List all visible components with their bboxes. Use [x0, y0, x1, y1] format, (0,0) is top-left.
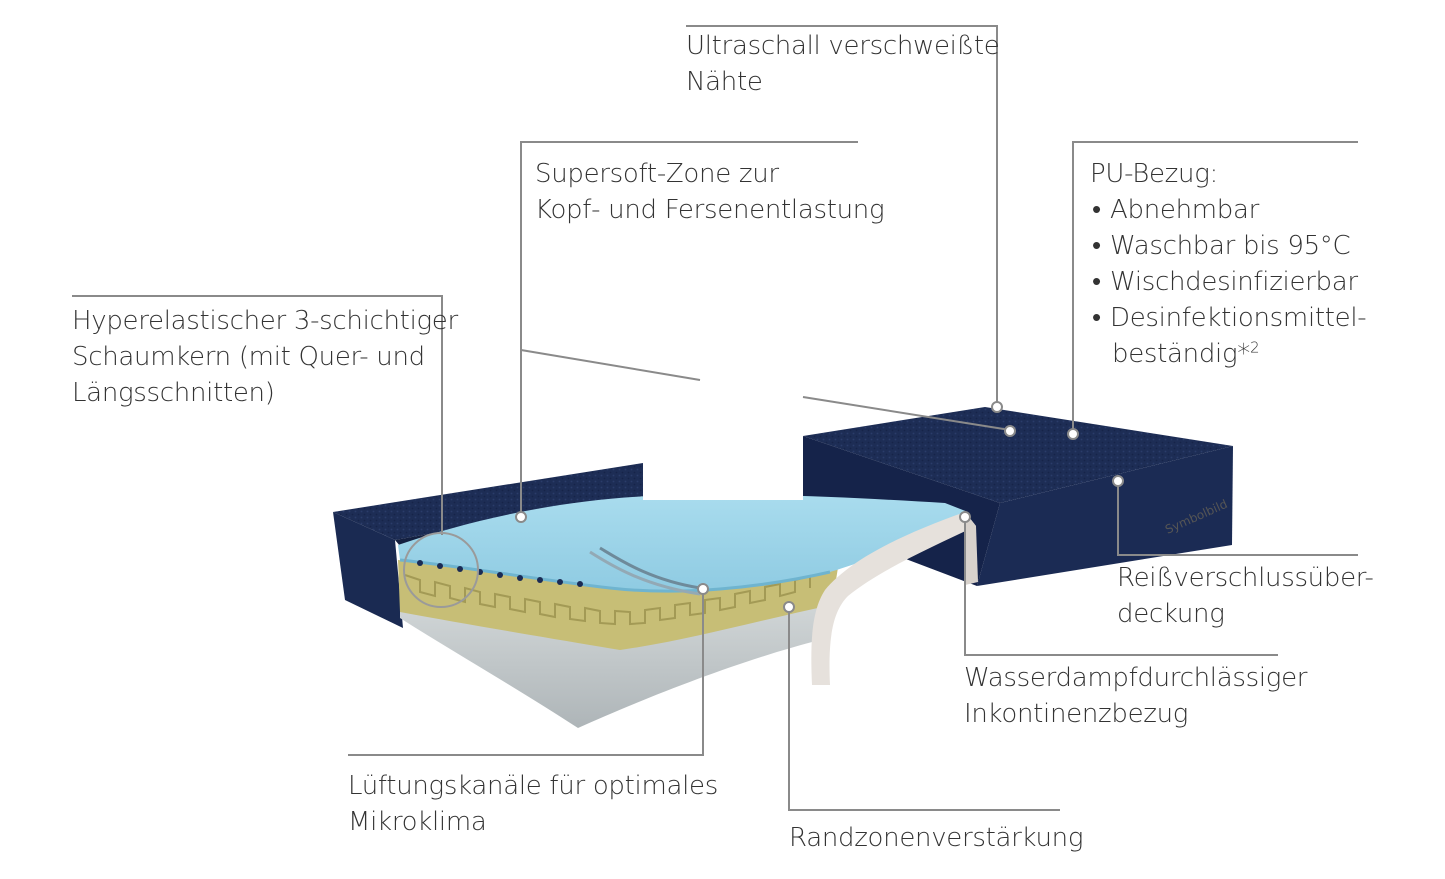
list-item: Wischdesinfizierbar — [1090, 264, 1366, 300]
label-line: deckung — [1117, 599, 1225, 629]
supersoft-layer — [398, 494, 968, 596]
label-reissverschluss: Reißverschlussüber- deckung — [1117, 560, 1374, 632]
label-line: Randzonenverstärkung — [789, 823, 1084, 853]
list-item: Waschbar bis 95°C — [1090, 228, 1366, 264]
label-supersoft: Supersoft-Zone zur Kopf- und Fersenentla… — [535, 156, 885, 228]
list-item-continuation: beständig*2 — [1090, 336, 1366, 372]
label-line: Kopf- und Fersenentlastung — [535, 195, 885, 225]
label-line: Wasserdampfdurchlässiger — [964, 663, 1308, 693]
leader-endpoints — [515, 401, 1124, 613]
label-wasserdampf: Wasserdampfdurchlässiger Inkontinenzbezu… — [964, 660, 1307, 732]
label-lueftung: Lüftungskanäle für optimales Mikroklima — [348, 768, 718, 840]
label-ultraschall: Ultraschall verschweißte Nähte — [686, 28, 1000, 100]
pu-bezug-title: PU-Bezug: — [1090, 159, 1218, 189]
endpoint-dot — [1004, 425, 1016, 437]
endpoint-dot — [1112, 475, 1124, 487]
label-line: Ultraschall verschweißte — [686, 31, 1000, 61]
label-pu-bezug: PU-Bezug: Abnehmbar Waschbar bis 95°C Wi… — [1090, 156, 1367, 372]
label-line: Nähte — [686, 67, 763, 97]
label-line: Inkontinenzbezug — [964, 699, 1189, 729]
continuation-text: beständig — [1112, 339, 1238, 369]
label-line: Längsschnitten) — [72, 378, 275, 408]
label-line: Supersoft-Zone zur — [535, 159, 779, 189]
endpoint-dot — [959, 511, 971, 523]
footnote-number: 2 — [1250, 338, 1260, 357]
label-line: Reißverschlussüber- — [1117, 563, 1374, 593]
endpoint-dot — [991, 401, 1003, 413]
endpoint-dot — [1067, 428, 1079, 440]
leader-lines — [72, 25, 1358, 811]
callout-circle — [403, 532, 479, 608]
label-hyperelastisch: Hyperelastischer 3-schichtiger Schaumker… — [72, 303, 458, 411]
label-randzonen: Randzonenverstärkung — [789, 820, 1083, 856]
label-line: Mikroklima — [348, 807, 487, 837]
list-item: Desinfektionsmittel- — [1090, 300, 1367, 336]
pu-bezug-list: Abnehmbar Waschbar bis 95°C Wischdesinfi… — [1090, 192, 1367, 336]
label-line: Hyperelastischer 3-schichtiger — [72, 306, 458, 336]
label-line: Lüftungskanäle für optimales — [348, 771, 718, 801]
cutout-gap — [643, 380, 803, 500]
incontinence-cover — [811, 512, 978, 685]
label-line: Schaumkern (mit Quer- und — [72, 342, 425, 372]
base-foam-layer — [400, 600, 830, 728]
endpoint-dot — [697, 583, 709, 595]
endpoint-dot — [515, 511, 527, 523]
footnote-mark: * — [1237, 339, 1250, 369]
list-item: Abnehmbar — [1090, 192, 1366, 228]
endpoint-dot — [783, 601, 795, 613]
